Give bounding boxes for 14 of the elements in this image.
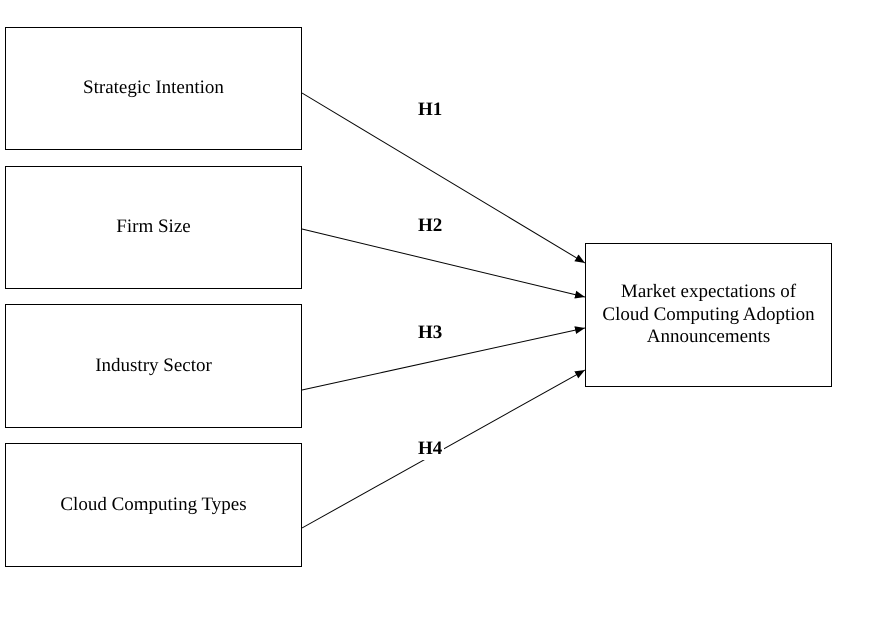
variable-box bbox=[585, 243, 832, 387]
box-label: Market expectations of Cloud Computing Adoption Announcements bbox=[601, 280, 816, 350]
arrow bbox=[302, 326, 586, 390]
variable-box bbox=[5, 304, 302, 428]
box-label: Strategic Intention bbox=[83, 77, 224, 100]
arrow bbox=[302, 92, 586, 264]
variable-box bbox=[5, 443, 302, 567]
box-label: Firm Size bbox=[116, 216, 191, 239]
variable-box bbox=[5, 27, 302, 150]
box-label: Cloud Computing Types bbox=[60, 494, 247, 516]
box-label: Industry Sector bbox=[95, 354, 212, 378]
variable-box bbox=[5, 166, 302, 289]
arrow bbox=[302, 228, 586, 299]
arrow bbox=[302, 370, 586, 528]
